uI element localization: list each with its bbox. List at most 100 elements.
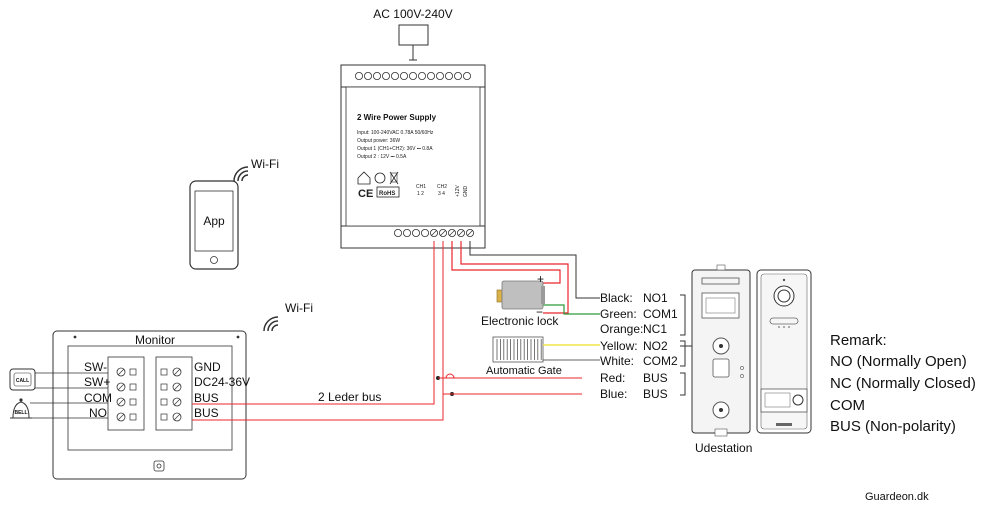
wire-row: Orange:NC1 xyxy=(600,322,667,336)
monitor-screws xyxy=(116,367,182,422)
terminal-screw xyxy=(420,228,429,237)
terminal-screw xyxy=(372,72,381,81)
ch1-pins: 1 2 xyxy=(417,191,424,197)
ce-mark: CE xyxy=(358,188,373,200)
brand-label: Guardeon.dk xyxy=(865,491,929,503)
power-supply-title: 2 Wire Power Supply xyxy=(357,113,437,122)
terminal-screw xyxy=(393,228,402,237)
terminal-pin xyxy=(129,368,137,376)
outdoor-label: Udestation xyxy=(695,441,752,455)
terminal-screw xyxy=(390,72,399,81)
wire-color-label: Green: xyxy=(600,307,637,321)
monitor-left-terminal-block xyxy=(107,356,145,431)
wire-row: Green:COM1 xyxy=(600,307,678,321)
terminal-screw xyxy=(399,72,408,81)
gnd-label: GND xyxy=(463,186,469,198)
wire-terminal-label: NO2 xyxy=(643,339,668,353)
wire-color-label: Orange: xyxy=(600,322,643,336)
wire-terminal-label: BUS xyxy=(643,387,668,401)
ch2-pins: 3 4 xyxy=(438,191,445,197)
term-bus-1: BUS xyxy=(194,391,219,405)
terminal-screw xyxy=(435,72,444,81)
double-insulation-icon xyxy=(374,172,386,184)
term-sw-plus: SW+ xyxy=(84,375,110,389)
power-supply-bottom-terminals xyxy=(393,228,474,237)
term-gnd: GND xyxy=(194,360,221,374)
monitor-wifi-icon xyxy=(263,316,279,332)
remark-com: COM xyxy=(830,397,865,414)
ac-input-box xyxy=(398,24,429,46)
wire-terminal-label: NC1 xyxy=(643,322,667,336)
terminal-screw xyxy=(417,72,426,81)
ch2-label: CH2 xyxy=(437,184,447,190)
terminal-screw xyxy=(453,72,462,81)
plus-12v-label: +12V xyxy=(455,185,461,197)
wire-row: Black: NO1 xyxy=(600,291,668,305)
lock-label: Electronic lock xyxy=(481,314,559,328)
monitor-wifi-label: Wi-Fi xyxy=(285,301,313,315)
ch1-label: CH1 xyxy=(416,184,426,190)
wire-row: Blue: BUS xyxy=(600,387,668,401)
monitor-button xyxy=(153,460,165,472)
bell-icon: BELL xyxy=(10,398,32,419)
lock-wiring xyxy=(451,241,600,315)
remark-nc: NC (Normally Closed) xyxy=(830,375,976,392)
lock-plus: + xyxy=(537,272,544,286)
terminal-screw xyxy=(402,228,411,237)
electronic-lock: + − Electronic lock xyxy=(481,272,559,328)
terminal-pin xyxy=(129,413,137,421)
bell-label: BELL xyxy=(14,410,27,416)
spec-output-2: Output 2 : 12V ⎓ 0.5A xyxy=(357,154,407,160)
call-button-outdoor xyxy=(792,394,804,406)
terminal-pin xyxy=(160,368,168,376)
terminal-screw xyxy=(354,72,363,81)
wire-terminal-label: NO1 xyxy=(643,291,668,305)
app-wifi-label: Wi-Fi xyxy=(251,157,279,171)
wire-row: Yellow: NO2 xyxy=(600,339,668,353)
terminal-pin xyxy=(160,398,168,406)
app-label: App xyxy=(203,214,225,228)
terminal-screw xyxy=(381,72,390,81)
ac-input-label: AC 100V-240V xyxy=(373,7,452,21)
remark: Remark: NO (Normally Open) NC (Normally … xyxy=(830,332,976,435)
wifi-icon xyxy=(233,166,249,182)
remark-bus: BUS (Non-polarity) xyxy=(830,418,956,435)
phone-screen xyxy=(194,190,234,252)
monitor: Monitor SW- SW+ COM NO GND DC24-36V BUS … xyxy=(52,301,313,480)
automatic-gate: Automatic Gate xyxy=(486,336,600,377)
terminal-screw xyxy=(462,72,471,81)
term-bus-2: BUS xyxy=(194,406,219,420)
lock-minus: − xyxy=(536,305,543,319)
terminal-pin xyxy=(129,383,137,391)
indoor-use-icon xyxy=(357,171,371,185)
terminal-screw xyxy=(444,72,453,81)
terminal-pin xyxy=(160,383,168,391)
wire-color-label: Blue: xyxy=(600,387,627,401)
term-no: NO xyxy=(89,406,107,420)
bus-label: 2 Leder bus xyxy=(318,390,381,404)
power-supply-top-terminals xyxy=(354,72,471,81)
terminal-screw xyxy=(363,72,372,81)
monitor-title: Monitor xyxy=(135,333,175,347)
wire-color-label: White: xyxy=(600,354,634,368)
term-sw-minus: SW- xyxy=(84,360,107,374)
power-supply: AC 100V-240V L N 2 Wire Power Supply Inp… xyxy=(340,7,486,249)
remark-title: Remark: xyxy=(830,332,887,349)
call-label: CALL xyxy=(16,378,29,384)
wire-color-label: Yellow: xyxy=(600,339,638,353)
terminal-screw xyxy=(426,72,435,81)
wire-color-label: Black: xyxy=(600,291,633,305)
spec-output-1: Output 1 (CH1+CH2): 36V ⎓ 0.8A xyxy=(357,146,433,152)
terminal-screw xyxy=(411,228,420,237)
terminal-screw xyxy=(408,72,417,81)
wire-color-label: Red: xyxy=(600,371,625,385)
remark-no: NO (Normally Open) xyxy=(830,353,967,370)
bus-wiring: 2 Leder bus xyxy=(192,241,582,421)
terminal-pin xyxy=(160,413,168,421)
app-phone: App Wi-Fi xyxy=(189,157,279,270)
outdoor-station: Udestation xyxy=(691,264,812,455)
call-button: CALL xyxy=(9,368,36,391)
monitor-screen xyxy=(67,345,233,451)
